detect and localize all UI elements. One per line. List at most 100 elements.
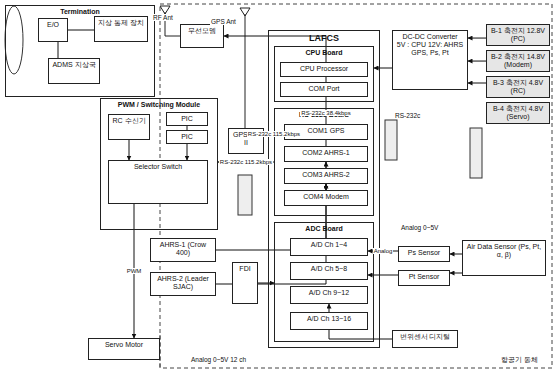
- component-box: Servo Motor: [88, 338, 160, 360]
- component-box: COM2 AHRS-1: [284, 146, 368, 162]
- box-label: A/D Ch 1~4: [293, 241, 365, 249]
- box-label: B-1 축전지 12.8V (PC): [489, 27, 547, 43]
- box-label: DC-DC Converter: [395, 33, 465, 41]
- component-box: Ps Sensor: [398, 246, 450, 262]
- box-label: CPU Board: [277, 49, 371, 57]
- component-box: 무선모뎀: [180, 24, 224, 48]
- signal-wire: [450, 254, 462, 255]
- signal-label: 항공기 동체: [500, 356, 539, 363]
- wire-label: Analog: [373, 248, 394, 255]
- component-box: B-4 축전지 4.8V (Servo): [486, 102, 550, 124]
- component-box: A/D Ch 5~8: [290, 262, 368, 280]
- component-box: PWM / Switching Module RC 수신기 PIC PIC Select…: [100, 98, 218, 230]
- box-label: PIC: [169, 115, 205, 123]
- component-box: B-2 축전지 14.8V (Modem): [486, 50, 550, 72]
- signal-wire: [468, 61, 486, 62]
- component-box: ADMS 지상국: [48, 58, 100, 84]
- signal-wire: [468, 83, 486, 84]
- wire-label: RS-232c 38.4kbps: [300, 110, 351, 117]
- box-label: COM4 Modem: [287, 193, 365, 201]
- box-label: Termination: [8, 8, 152, 16]
- box-label: E/O: [41, 21, 65, 29]
- signal-wire: [368, 275, 398, 276]
- box-label: AHRS-2 (Leader SJAC): [153, 275, 213, 291]
- signal-label: GPS Ant: [210, 18, 237, 25]
- box-label: A/D Ch 13~16: [293, 315, 365, 323]
- box-label: B-4 축전지 4.8V (Servo): [489, 105, 547, 121]
- component-box: LAFCS CPU BoardCPU ProcessorCOM PortRS-23…: [268, 30, 380, 348]
- component-box: E/O: [38, 18, 68, 42]
- component-box: COM Port: [280, 82, 368, 97]
- component-box: B-3 축전지 4.8V (RC): [486, 76, 550, 98]
- fuse-block: [470, 128, 482, 178]
- signal-wire: [450, 273, 462, 274]
- junction-box: [238, 175, 252, 215]
- component-box: 지상 통제 장치: [94, 16, 148, 42]
- box-label: PWM / Switching Module: [103, 101, 215, 109]
- box-label: FDI: [235, 265, 255, 273]
- component-box: COM3 AHRS-2: [284, 168, 368, 184]
- antenna-wire: [165, 36, 180, 37]
- component-box: ADC BoardA/D Ch 1~4A/D Ch 5~8A/D Ch 9~12…: [274, 222, 374, 342]
- box-note: 5V : CPU 12V: AHRS GPS, Ps, Pt: [395, 41, 465, 57]
- box-label: PIC: [169, 133, 205, 141]
- signal-wire: [258, 283, 274, 284]
- component-box: A/D Ch 13~16: [290, 312, 368, 330]
- component-box: AHRS-2 (Leader SJAC): [150, 272, 216, 296]
- signal-wire: [374, 68, 392, 69]
- component-box: CPU Processor: [280, 62, 368, 77]
- box-label: COM2 AHRS-1: [287, 149, 365, 157]
- signal-label: RS-232c: [394, 112, 421, 119]
- gps-antenna-head: [240, 8, 250, 16]
- component-box: PIC: [166, 112, 208, 126]
- signal-wire: [68, 30, 94, 31]
- box-label: 무선모뎀: [183, 27, 221, 35]
- wire-label: RS-232c 115.2kbps: [247, 131, 301, 138]
- component-box: TerminationE/O 지상 통제 장치 ADMS 지상국: [5, 5, 155, 97]
- signal-label: RF Ant: [152, 14, 174, 21]
- box-label: A/D Ch 5~8: [293, 265, 365, 273]
- box-label: LAFCS: [271, 33, 377, 43]
- box-label: A/D Ch 9~12: [293, 289, 365, 297]
- signal-wire: [129, 140, 130, 160]
- signal-label: Analog 0~5V 12 ch: [190, 356, 247, 363]
- box-label: ADC Board: [277, 225, 371, 233]
- box-label: CPU Processor: [283, 65, 365, 73]
- box-label: ADMS 지상국: [51, 61, 97, 69]
- signal-wire: [468, 38, 486, 39]
- box-label: B-2 축전지 14.8V (Modem): [489, 53, 547, 69]
- box-label: COM3 AHRS-2: [287, 171, 365, 179]
- component-box: A/D Ch 1~4: [290, 238, 368, 256]
- component-box: Selector Switch: [108, 160, 208, 204]
- box-label: Pt Sensor: [401, 273, 447, 281]
- wire-label: PWM: [126, 268, 143, 275]
- component-box: CPU BoardCPU ProcessorCOM Port: [274, 46, 374, 102]
- signal-wire: [58, 42, 59, 58]
- rf-antenna-head: [160, 6, 170, 14]
- signal-label: Analog 0~5V: [400, 224, 439, 231]
- component-box: B-1 축전지 12.8V (PC): [486, 24, 550, 46]
- gps-antenna: [245, 14, 246, 128]
- component-box: Air Data Sensor (Ps, Pt, α, β): [462, 240, 546, 276]
- component-box: 변위센서 디지털: [392, 330, 458, 348]
- box-label: RC 수신기: [111, 117, 147, 125]
- box-label: Air Data Sensor (Ps, Pt, α, β): [465, 243, 543, 259]
- box-label: B-3 축전지 4.8V (RC): [489, 79, 547, 95]
- component-box: A/D Ch 9~12: [290, 286, 368, 304]
- component-box: PIC: [166, 130, 208, 144]
- fuselage-outline: [160, 4, 552, 368]
- component-box: Pt Sensor: [398, 270, 450, 286]
- component-box: RC 수신기: [108, 114, 150, 140]
- box-label: Ps Sensor: [401, 249, 447, 257]
- box-label: COM Port: [283, 85, 365, 93]
- component-box: FDI: [232, 262, 258, 304]
- wire-label: RS-232c 115.2kbps: [219, 159, 273, 166]
- component-box: RS-232c BoardCOM1 GPSCOM2 AHRS-1COM3 AHR…: [274, 108, 374, 216]
- junction-box: [385, 120, 397, 160]
- box-label: Servo Motor: [91, 341, 157, 349]
- component-box: AHRS-1 (Crow 400): [150, 238, 216, 262]
- component-box: DC-DC Converter5V : CPU 12V: AHRS GPS, P…: [392, 30, 468, 90]
